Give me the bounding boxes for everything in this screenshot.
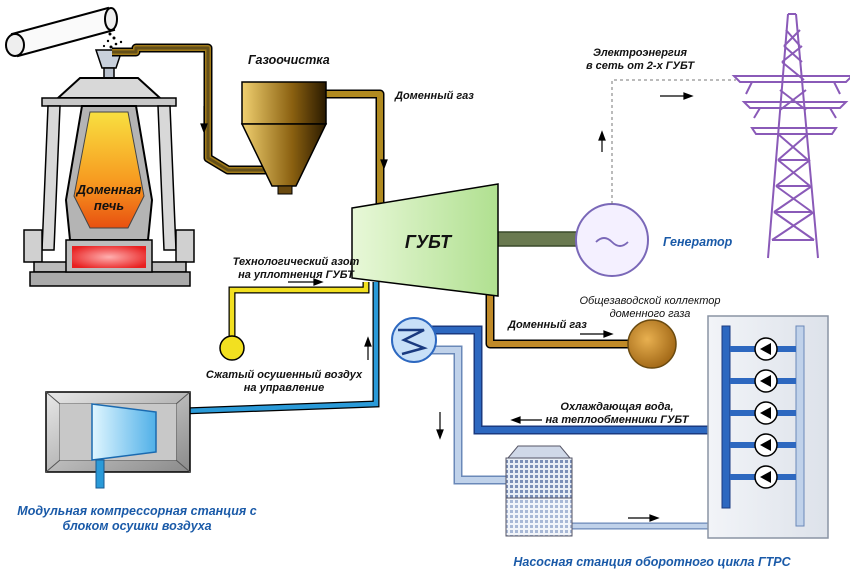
flow-arrows: [200, 92, 694, 522]
air-pipe: [155, 282, 380, 416]
cooling-water-label-line1: Охлаждающая вода,: [560, 401, 673, 413]
nitrogen-label-line1: Технологический азот: [233, 256, 360, 268]
turbine-icon: [351, 183, 499, 297]
power-line: [611, 79, 736, 204]
blast-furnace-label-line2: печь: [94, 198, 124, 213]
blast-furnace-icon: [23, 49, 195, 287]
generator-label: Генератор: [663, 235, 733, 249]
cyclone-icon: [240, 81, 328, 195]
dry-air-label-line2: на управление: [244, 382, 324, 394]
collector-label-line1: Общезаводской коллектор: [579, 295, 720, 307]
blast-gas-top-label: Доменный газ: [394, 90, 474, 102]
blast-furnace-label-line1: Доменная: [76, 182, 142, 197]
gas-pipe: [112, 43, 632, 349]
nitrogen-source-icon: [219, 335, 245, 361]
cooling-tower-icon: [505, 445, 573, 537]
pump-icon: [730, 401, 796, 425]
gas-collector-icon: [627, 319, 677, 369]
collector-label-line2: доменного газа: [610, 308, 691, 320]
generator-icon: [575, 203, 649, 277]
dry-air-label-line1: Сжатый осушенный воздух: [206, 369, 363, 381]
nitrogen-label-line2: на уплотнения ГУБТ: [238, 269, 355, 281]
conveyor-icon: [5, 6, 123, 58]
pump-station-label: Насосная станция оборотного цикла ГТРС: [513, 555, 791, 569]
nitrogen-pipe: [228, 282, 370, 340]
heat-exchanger-icon: [391, 317, 437, 363]
pump-icon: [730, 369, 796, 393]
turbine-shaft: [495, 231, 581, 247]
compressor-icon: [45, 391, 191, 489]
pump-icon: [730, 337, 796, 361]
compressor-label-line2: блоком осушки воздуха: [62, 519, 211, 533]
gas-cleaning-label: Газоочистка: [248, 53, 330, 67]
pump-station-icon: [707, 315, 829, 539]
cooling-water-label-line2: на теплообменники ГУБТ: [546, 414, 690, 426]
pump-icon: [730, 433, 796, 457]
compressor-label-line1: Модульная компрессорная станция с: [17, 504, 256, 518]
gubt-label: ГУБТ: [405, 232, 453, 252]
blast-gas-bottom-label: Доменный газ: [507, 319, 587, 331]
power-label-line1: Электроэнергия: [593, 47, 688, 59]
transmission-tower-icon: [731, 13, 850, 259]
pump-icon: [730, 465, 796, 489]
power-label-line2: в сеть от 2-х ГУБТ: [586, 60, 695, 72]
